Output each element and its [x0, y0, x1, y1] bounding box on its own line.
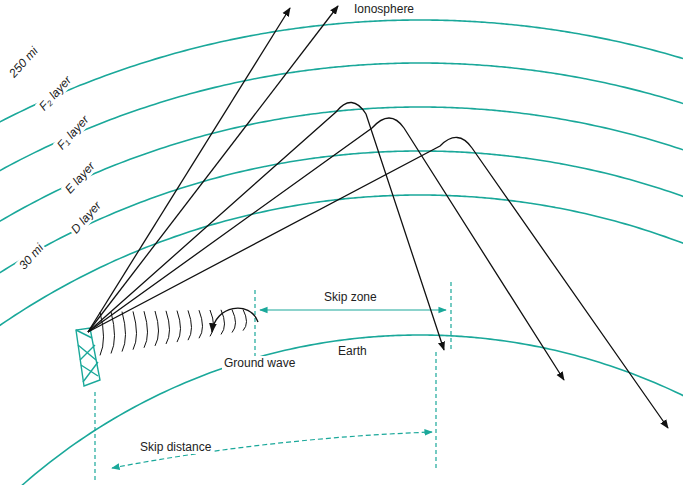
layer-boundary: [0, 20, 683, 124]
skip-zone-marks: [255, 282, 451, 362]
layer-label: F₁ layer: [53, 111, 93, 153]
wave-front: [155, 311, 159, 346]
diagram-label: Ionosphere: [352, 2, 416, 16]
diagram-label: Ground wave: [222, 356, 297, 370]
ionosphere-layers: [0, 20, 683, 329]
wave-front: [177, 311, 181, 342]
wave-front: [243, 309, 247, 330]
layer-boundary: [0, 151, 683, 276]
wave-front: [122, 312, 126, 352]
ground-wave-fronts: [100, 309, 247, 355]
layer-label: F₂ layer: [35, 72, 76, 115]
skip-distance-marks: [95, 352, 436, 480]
layer-boundary: [0, 63, 683, 173]
layer-label: 250 mi: [5, 43, 42, 82]
antenna-tower: [76, 328, 100, 386]
layer-label: E layer: [61, 158, 99, 198]
earth-curve: [0, 335, 683, 485]
wave-front: [144, 311, 148, 348]
wave-front: [199, 310, 203, 338]
layer-label: D layer: [67, 197, 106, 238]
wave-front: [188, 310, 192, 340]
diagram-label: Earth: [336, 344, 369, 358]
wave-front: [133, 311, 137, 349]
sky-wave-rays: [88, 6, 668, 428]
layer-label: 30 mi: [15, 240, 48, 274]
wave-front: [232, 310, 236, 333]
earth-surface: [0, 335, 683, 485]
diagram-label: Skip zone: [322, 290, 379, 304]
ground-wave-arrow: [212, 308, 258, 332]
wave-front: [210, 310, 214, 336]
diagram-label: Skip distance: [138, 440, 213, 454]
wave-front: [166, 311, 170, 344]
